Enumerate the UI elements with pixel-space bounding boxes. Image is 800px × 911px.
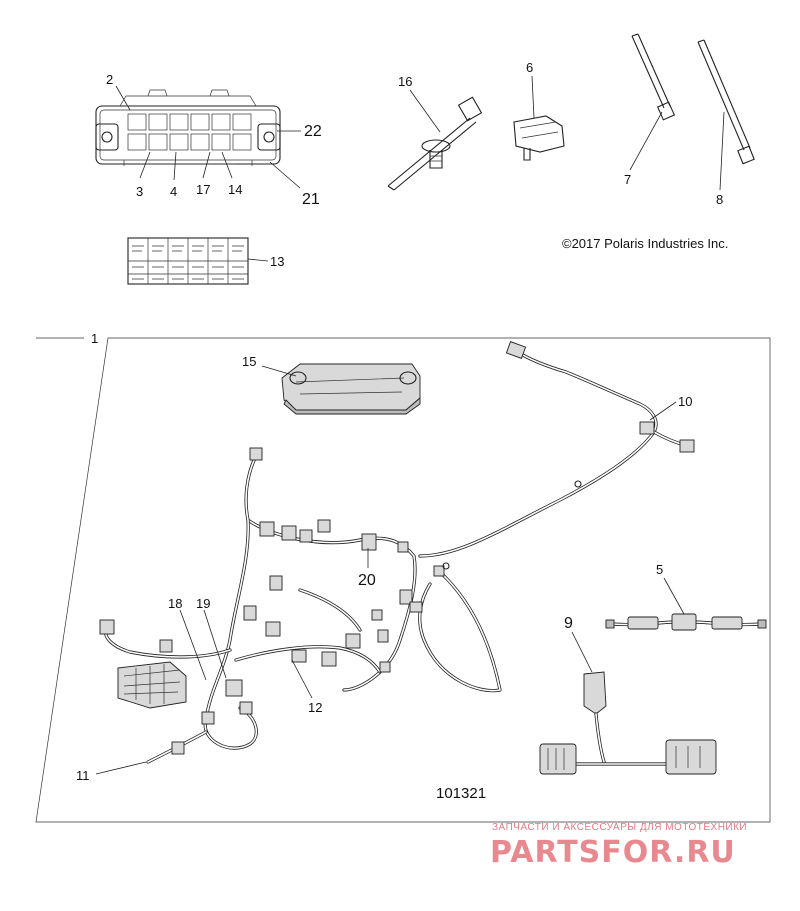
callout-13: 13 — [270, 254, 284, 269]
partsfor-watermark: ЗАПЧАСТИ И АКСЕССУАРЫ ДЛЯ МОТОТЕХНИКИ PA… — [490, 822, 747, 870]
callout-21: 21 — [302, 191, 320, 208]
callout-22: 22 — [304, 123, 322, 140]
callout-6: 6 — [526, 60, 533, 75]
harness-fuse-block — [117, 661, 187, 709]
callout-17: 17 — [196, 182, 210, 197]
callout-4: 4 — [170, 184, 177, 199]
callout-11: 11 — [76, 768, 90, 783]
fuse-relay-box[interactable] — [95, 89, 281, 166]
callout-1: 1 — [91, 331, 98, 346]
diagram-number: 101321 — [436, 785, 486, 802]
callout-18: 18 — [168, 596, 182, 611]
watermark-logo: PARTSFOR.RU — [490, 835, 736, 870]
adapter-harness[interactable] — [539, 671, 717, 775]
watermark-tagline: ЗАПЧАСТИ И АКСЕССУАРЫ ДЛЯ МОТОТЕХНИКИ — [492, 822, 747, 833]
fuse-label-decal[interactable] — [127, 237, 249, 285]
callout-20: 20 — [358, 572, 376, 589]
callout-10: 10 — [678, 394, 692, 409]
callout-7: 7 — [624, 172, 631, 187]
harness-connectors — [99, 341, 695, 755]
relay-grid — [127, 113, 252, 151]
cable-tie-short[interactable] — [631, 33, 676, 121]
callout-2: 2 — [106, 72, 113, 87]
callout-8: 8 — [716, 192, 723, 207]
callout-5: 5 — [656, 562, 663, 577]
callout-3: 3 — [136, 184, 143, 199]
callout-15: 15 — [242, 354, 256, 369]
callout-14: 14 — [228, 182, 242, 197]
copyright-text: ©2017 Polaris Industries Inc. — [562, 236, 728, 251]
jumper-harness[interactable] — [605, 613, 767, 631]
connector-clip[interactable] — [513, 115, 565, 161]
callout-12: 12 — [308, 700, 322, 715]
fuse-box-cover[interactable] — [281, 363, 421, 415]
callout-19: 19 — [196, 596, 210, 611]
callout-16: 16 — [398, 74, 412, 89]
cable-tie-long[interactable] — [697, 39, 755, 165]
cable-tie-mount[interactable] — [387, 96, 483, 191]
harness-group-frame — [35, 337, 771, 823]
callout-9: 9 — [564, 615, 573, 632]
